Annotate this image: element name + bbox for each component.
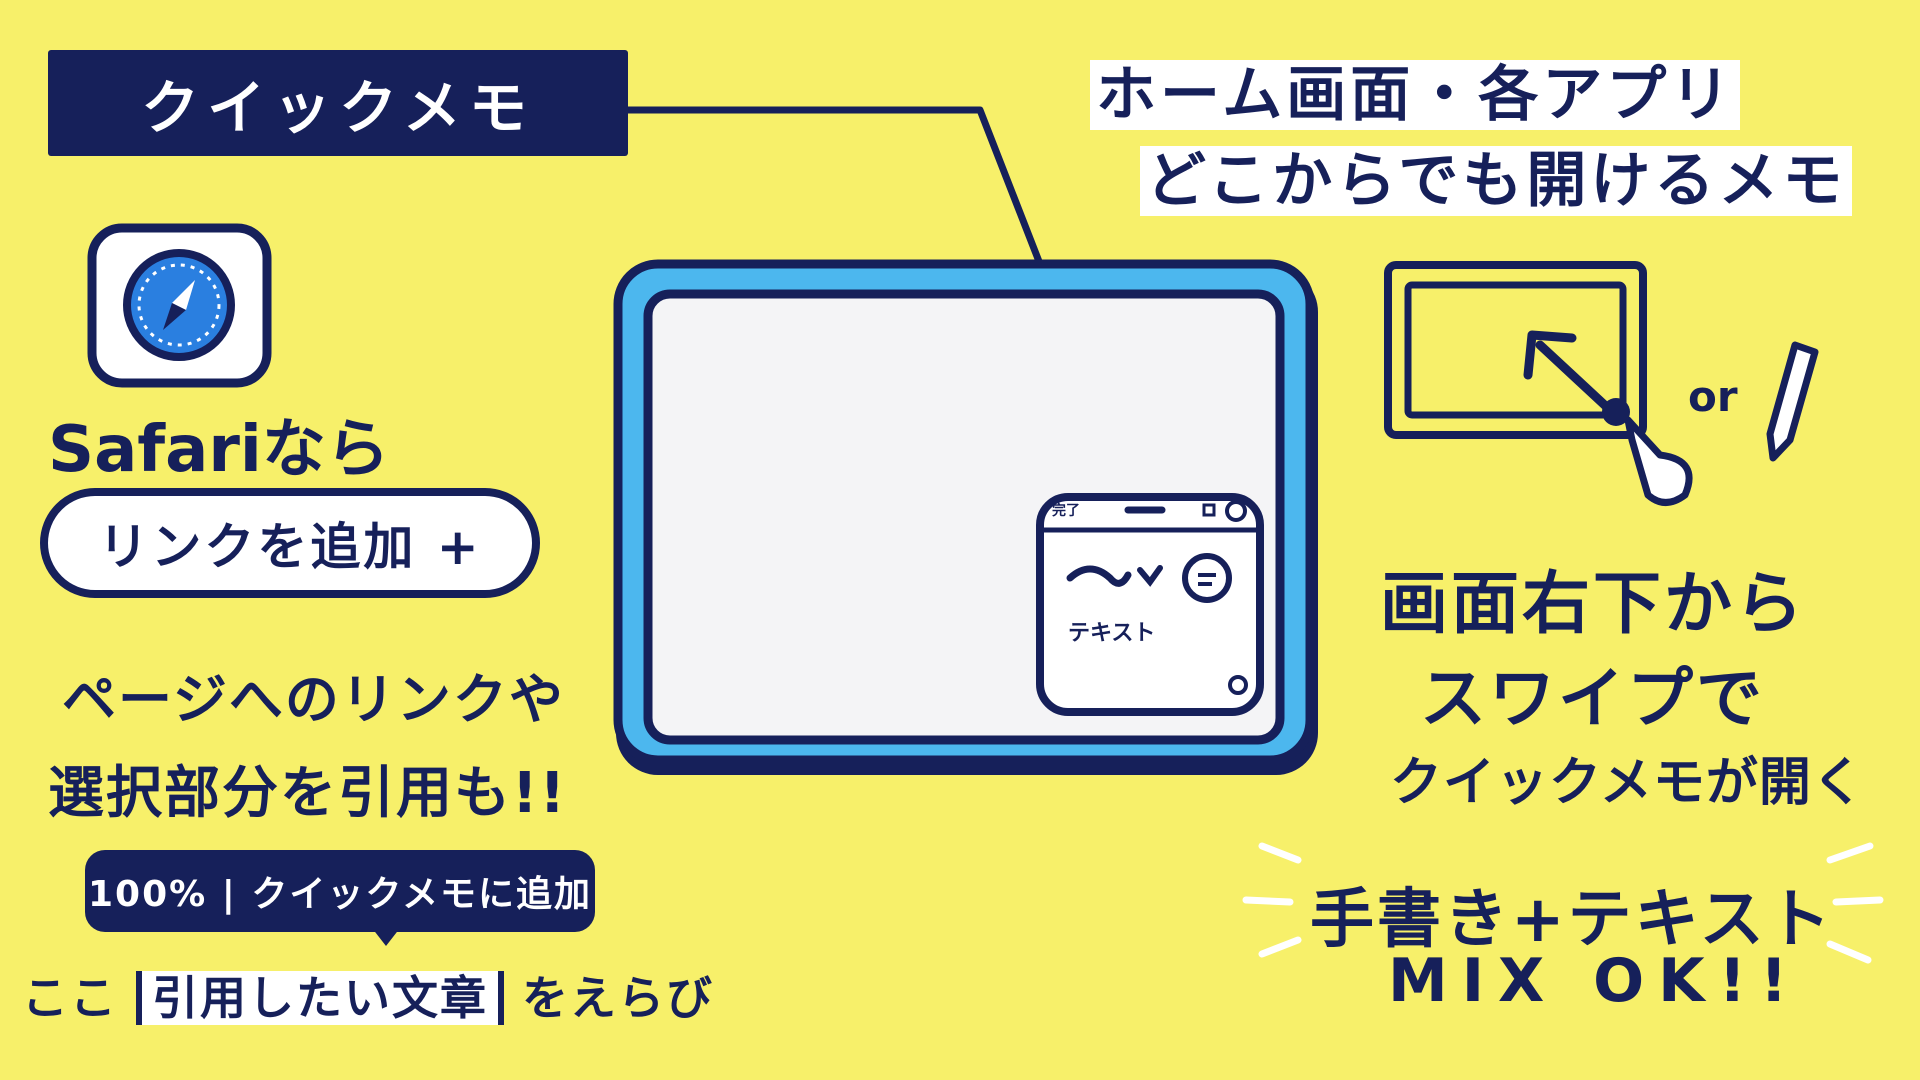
or-label: or — [1688, 372, 1738, 421]
memo-done-label: 完了 — [1052, 503, 1080, 519]
swipe-line2: スワイプで — [1420, 660, 1765, 737]
swipe-gesture-icon — [1384, 261, 1693, 506]
add-to-quick-memo-tooltip[interactable]: 100% | クイックメモに追加 — [85, 850, 595, 932]
title-label: クイックメモ — [48, 50, 628, 156]
mix-line1: 手書き+テキスト — [1310, 883, 1834, 957]
bottom-prefix: ここ — [22, 971, 118, 1025]
memo-text-label: テキスト — [1068, 621, 1156, 646]
safari-label: Safariなら — [48, 413, 390, 487]
desc-line2: 選択部分を引用も!! — [48, 761, 568, 826]
quick-memo-window — [1036, 493, 1264, 716]
sparkle-accents — [1242, 842, 1884, 964]
quoted-text-selection: 引用したい文章 — [136, 971, 505, 1025]
swipe-line3: クイックメモが開く — [1390, 753, 1865, 813]
pencil-icon — [1766, 341, 1819, 462]
mix-line2: MIX OK!! — [1388, 946, 1802, 1016]
caption-home-line1: ホーム画面・各アプリ — [1090, 46, 1741, 133]
bottom-suffix: をえらび — [522, 971, 715, 1025]
tooltip-tail — [372, 928, 400, 946]
safari-icon — [87, 223, 272, 388]
swipe-line1: 画面右下から — [1380, 565, 1807, 644]
desc-line1: ページへのリンクや — [62, 668, 565, 731]
caption-home-line2: どこからでも開けるメモ — [1140, 132, 1853, 219]
bottom-caption: ここ 引用したい文章 をえらび — [22, 962, 714, 1028]
add-link-button[interactable]: リンクを追加 + — [40, 488, 540, 598]
